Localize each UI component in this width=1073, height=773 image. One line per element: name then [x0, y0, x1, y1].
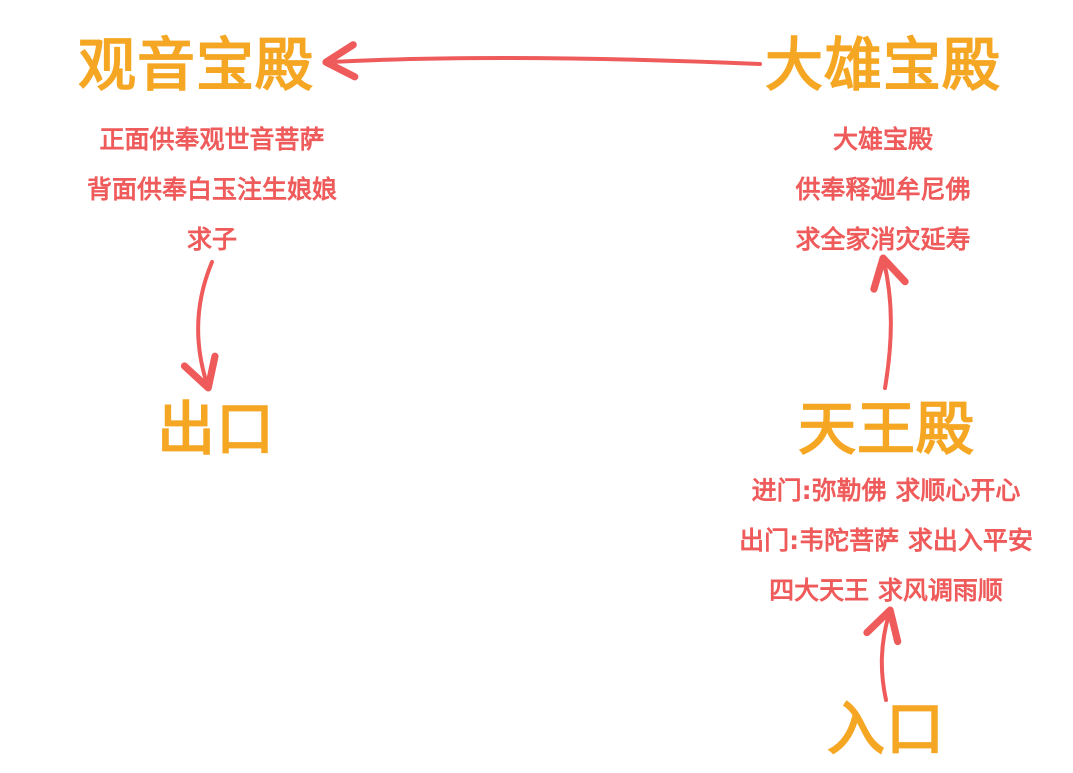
daxiong-line-1: 大雄宝殿: [832, 125, 933, 154]
daxiong-hall-title: 大雄宝殿: [765, 31, 1002, 99]
guanyin-line-2: 背面供奉白玉注生娘娘: [86, 175, 337, 204]
daxiong-line-2: 供奉释迦牟尼佛: [795, 175, 971, 204]
tianwang-line-2: 出门:韦陀菩萨 求出入平安: [739, 526, 1033, 555]
arrow-guanyin-to-exit: [180, 260, 219, 392]
daxiong-line-3: 求全家消灾延寿: [795, 225, 971, 254]
arrow-tianwang-to-daxiong: [870, 254, 909, 390]
daxiong-hall-description: 大雄宝殿 供奉释迦牟尼佛 求全家消灾延寿: [733, 115, 1033, 265]
tianwang-line-1: 进门:弥勒佛 求顺心开心: [751, 476, 1021, 505]
guanyin-hall-title: 观音宝殿: [78, 31, 315, 99]
tianwang-hall-description: 进门:弥勒佛 求顺心开心 出门:韦陀菩萨 求出入平安 四大天王 求风调雨顺: [706, 466, 1066, 616]
exit-label: 出口: [157, 395, 276, 463]
arrow-daxiong-to-guanyin: [322, 41, 762, 81]
entrance-label: 入口: [827, 695, 946, 763]
guanyin-hall-description: 正面供奉观世音菩萨 背面供奉白玉注生娘娘 求子: [62, 115, 362, 265]
tianwang-hall-title: 天王殿: [798, 395, 976, 463]
guanyin-line-3: 求子: [186, 225, 237, 254]
tianwang-line-3: 四大天王 求风调雨顺: [769, 576, 1003, 605]
arrow-entrance-to-tianwang: [863, 606, 902, 702]
guanyin-line-1: 正面供奉观世音菩萨: [99, 125, 325, 154]
